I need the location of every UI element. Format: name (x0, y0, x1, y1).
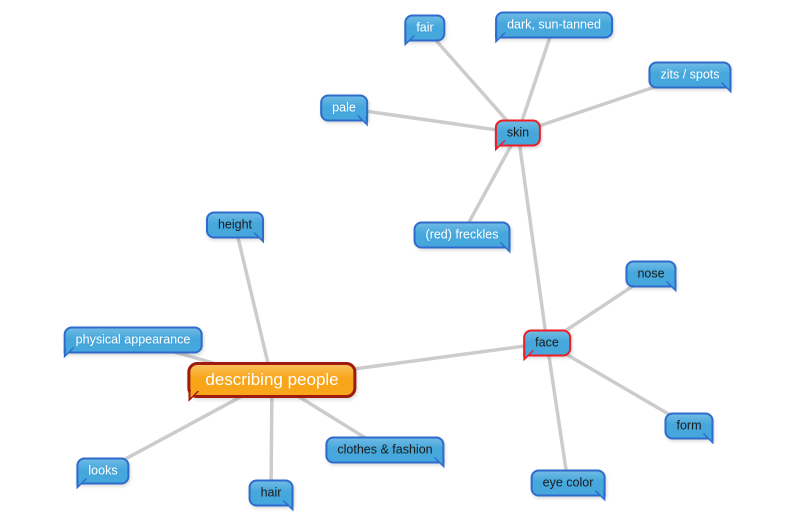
node-label: nose (637, 266, 665, 281)
node-label: describing people (205, 370, 339, 389)
node-label: physical appearance (75, 332, 191, 347)
node-label: fair (416, 20, 434, 35)
node-clothes-fashion[interactable]: clothes & fashion (325, 436, 445, 464)
node-form[interactable]: form (664, 412, 714, 440)
node-label: pale (332, 100, 356, 115)
node-dark-sun-tanned[interactable]: dark, sun-tanned (495, 11, 613, 39)
node-looks[interactable]: looks (76, 457, 130, 485)
edge-face-eye-color (545, 341, 570, 485)
node-pale[interactable]: pale (320, 94, 368, 122)
node-label: form (676, 418, 702, 433)
edge-describing-people-hair (269, 378, 274, 495)
node-zits-spots[interactable]: zits / spots (648, 61, 732, 89)
node-nose[interactable]: nose (625, 260, 677, 288)
edge-face-skin (516, 131, 549, 345)
node-physical-appearance[interactable]: physical appearance (63, 326, 203, 354)
edge-face-form (545, 341, 691, 428)
node-red-freckles[interactable]: (red) freckles (413, 221, 511, 249)
node-label: looks (88, 463, 118, 478)
node-skin[interactable]: skin (494, 119, 542, 147)
node-hair[interactable]: hair (248, 479, 294, 507)
node-label: skin (506, 125, 530, 140)
node-describing-people[interactable]: describing people (187, 362, 357, 398)
node-fair[interactable]: fair (404, 14, 446, 42)
edge-skin-red-freckles (460, 131, 520, 237)
edge-skin-dark-sun-tanned (516, 23, 556, 135)
node-label: dark, sun-tanned (507, 17, 601, 32)
node-label: (red) freckles (425, 227, 499, 242)
node-height[interactable]: height (205, 211, 265, 239)
node-label: height (217, 217, 253, 232)
node-face[interactable]: face (523, 329, 571, 357)
edge-skin-fair (423, 26, 520, 135)
node-label: face (535, 335, 559, 350)
node-label: hair (260, 485, 282, 500)
node-label: eye color (542, 475, 594, 490)
edge-describing-people-height (233, 223, 274, 382)
node-label: zits / spots (660, 67, 720, 82)
node-label: clothes & fashion (337, 442, 433, 457)
node-eye-color[interactable]: eye color (530, 469, 606, 497)
edge-skin-pale (342, 106, 520, 135)
